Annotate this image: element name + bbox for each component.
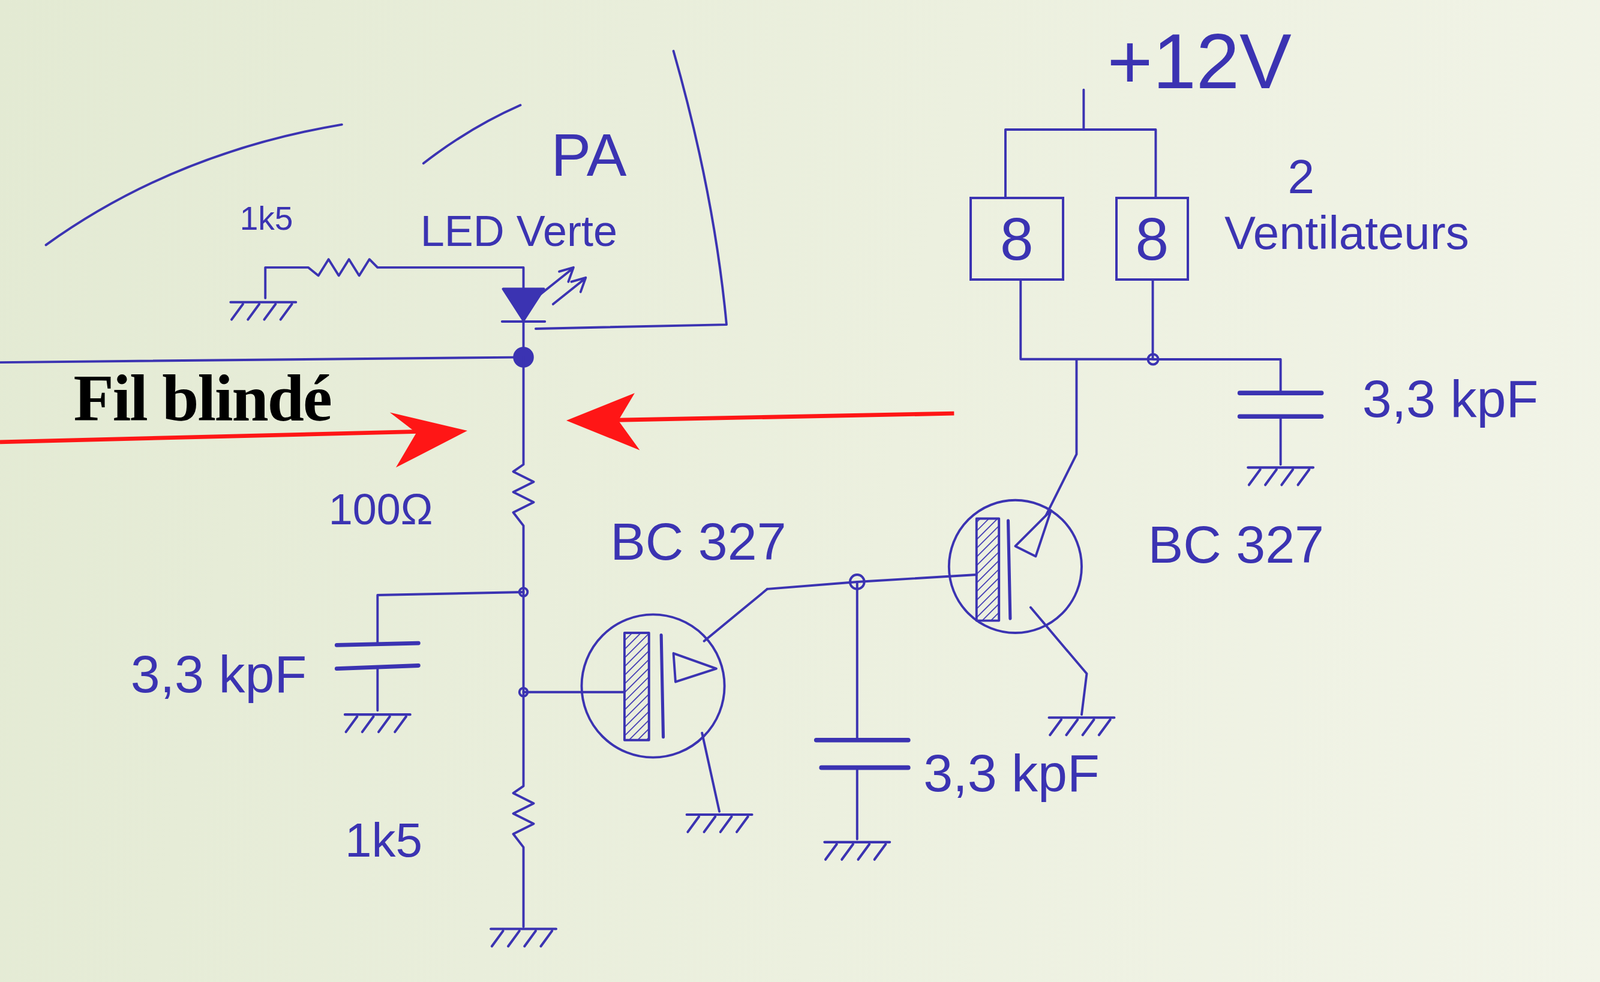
capacitor-plates xyxy=(1240,392,1322,417)
fan-label: Ventilateurs xyxy=(1224,209,1470,257)
wire xyxy=(1030,607,1088,715)
led-label: LED Verte xyxy=(420,209,618,253)
led-light-arrows xyxy=(540,267,586,305)
capacitor-symbol xyxy=(336,592,524,711)
resistor-value: 100Ω xyxy=(328,487,434,531)
capacitor-value: 3,3 kpF xyxy=(130,647,307,701)
transistor-label: BC 327 xyxy=(610,515,787,569)
wire xyxy=(1082,89,1085,130)
transistor-base xyxy=(624,632,650,741)
fan-value: 8 xyxy=(1135,208,1169,269)
section-label: PA xyxy=(550,124,627,185)
capacitor-value: 3,3 kpF xyxy=(1362,372,1539,426)
pa-outline xyxy=(535,50,727,329)
capacitor-plates xyxy=(336,643,419,669)
transistor-bar xyxy=(661,634,663,737)
wire xyxy=(1020,280,1153,360)
ground-symbol xyxy=(824,842,890,860)
capacitor-symbol xyxy=(856,581,859,840)
ground-symbol xyxy=(490,929,557,947)
capacitor-plates xyxy=(816,740,909,768)
resistor-symbol xyxy=(265,259,524,299)
wire xyxy=(767,574,977,590)
fan-box: 8 xyxy=(1115,196,1189,281)
ground-symbol xyxy=(1247,467,1314,485)
sketch-arc xyxy=(423,104,521,164)
junction-dot xyxy=(519,587,528,597)
arrowhead xyxy=(566,392,640,450)
annotation: Fil blindé xyxy=(73,365,331,432)
led-bar xyxy=(502,320,545,323)
transistor-symbol xyxy=(949,500,1082,633)
ground-symbol xyxy=(1049,717,1115,735)
transistor-arrow xyxy=(673,653,717,683)
pointer-arrow xyxy=(592,413,955,421)
shielded-wire xyxy=(0,357,516,363)
resistor-value: 1k5 xyxy=(344,816,423,865)
wire xyxy=(1005,129,1156,197)
led-symbol xyxy=(503,289,545,321)
fan-count: 2 xyxy=(1288,152,1316,201)
fan-box: 8 xyxy=(969,196,1065,281)
transistor-bar xyxy=(1007,520,1010,619)
pointer-arrow xyxy=(0,430,449,443)
ink xyxy=(0,50,1322,947)
capacitor-value: 3,3 kpF xyxy=(923,746,1100,800)
wire xyxy=(1153,359,1281,465)
transistor-arrow xyxy=(1015,510,1052,557)
arrowhead xyxy=(389,412,468,468)
wire xyxy=(704,589,768,642)
sketch-arc xyxy=(46,124,342,246)
supply-voltage: +12V xyxy=(1106,22,1292,101)
fan-value: 8 xyxy=(1000,208,1034,269)
ground-symbol xyxy=(344,714,411,732)
wire xyxy=(523,691,625,694)
ground-symbol xyxy=(686,814,753,833)
resistor-value: 1k5 xyxy=(239,202,294,236)
resistor-symbol xyxy=(513,357,534,928)
transistor-base xyxy=(976,518,999,621)
wire xyxy=(1045,359,1077,516)
wire xyxy=(701,733,720,812)
ground-symbol xyxy=(230,302,296,320)
transistor-label: BC 327 xyxy=(1148,518,1325,572)
